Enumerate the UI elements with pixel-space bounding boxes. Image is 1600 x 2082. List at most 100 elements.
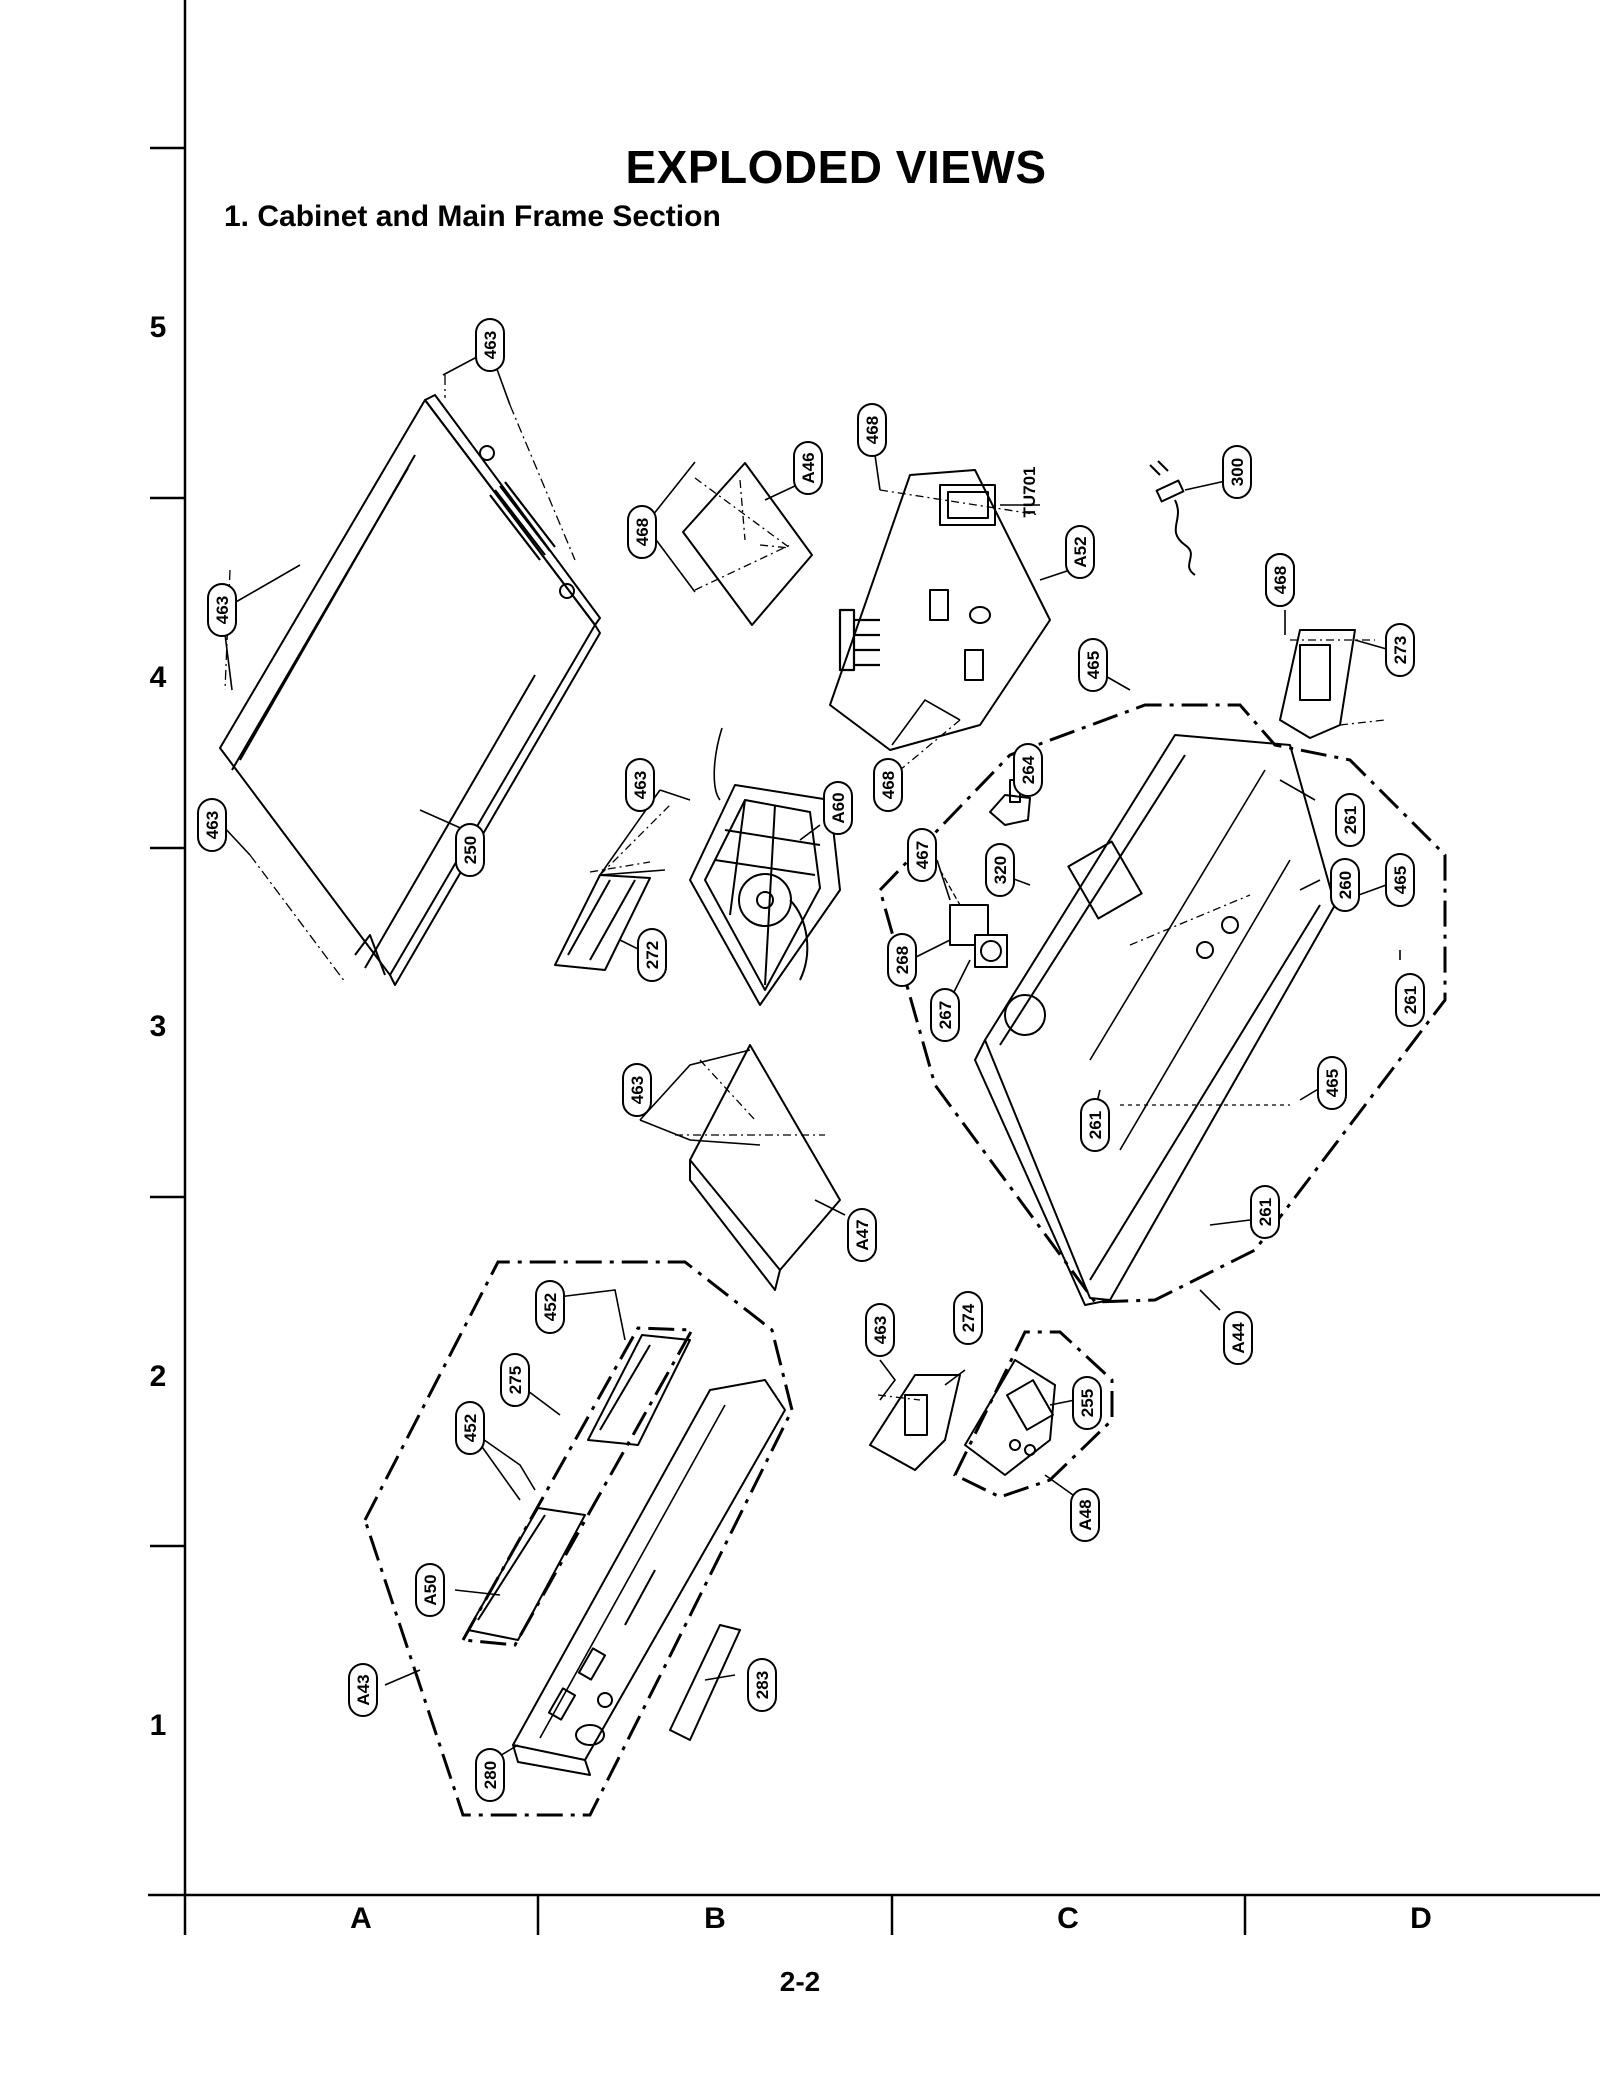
column-label-b: B — [704, 1902, 726, 1935]
callout-label: 467 — [913, 841, 932, 869]
callout-label: 468 — [1271, 566, 1290, 594]
callout-468-bracket: 468 — [1265, 553, 1295, 607]
row-label-5: 5 — [150, 311, 167, 344]
board-a52 — [829, 469, 1051, 771]
callout-a60: A60 — [823, 781, 853, 835]
callout-label: 268 — [893, 946, 912, 974]
callout-468-a52-top: 468 — [857, 403, 887, 457]
callout-261-center: 261 — [1080, 1098, 1110, 1152]
callout-250: 250 — [455, 823, 485, 877]
row-label-2: 2 — [150, 1360, 167, 1393]
callout-label: 261 — [1341, 806, 1360, 834]
column-labels: A B C D — [350, 1902, 1432, 1935]
callout-label: A48 — [1076, 1499, 1095, 1530]
callout-261-right: 261 — [1395, 973, 1425, 1027]
callout-label: 283 — [753, 1671, 772, 1699]
callout-label: 261 — [1401, 986, 1420, 1014]
callout-274: 274 — [953, 1291, 983, 1345]
bracket-272 — [554, 804, 671, 971]
callout-a44: A44 — [1223, 1311, 1253, 1365]
callout-label: 267 — [936, 1001, 955, 1029]
assembly-outline-a48 — [952, 1330, 1114, 1499]
column-label-a: A — [350, 1902, 372, 1935]
callout-273: 273 — [1385, 623, 1415, 677]
callout-465-right: 465 — [1385, 853, 1415, 907]
callout-a50: A50 — [415, 1563, 445, 1617]
callout-label: 468 — [879, 771, 898, 799]
callout-300: 300 — [1222, 445, 1252, 499]
callout-261-upper: 261 — [1335, 793, 1365, 847]
callout-465-top: 465 — [1078, 638, 1108, 692]
callout-463-left-lower: 463 — [197, 798, 227, 852]
section-subtitle: 1. Cabinet and Main Frame Section — [224, 200, 721, 233]
callout-label: 320 — [991, 856, 1010, 884]
callout-label: 463 — [213, 596, 232, 624]
callout-463-top: 463 — [475, 318, 505, 372]
callout-320: 320 — [985, 843, 1015, 897]
callout-label: 250 — [461, 836, 480, 864]
callout-280: 280 — [475, 1748, 505, 1802]
assembly-outline-a43 — [363, 1260, 794, 1817]
callout-268: 268 — [887, 933, 917, 987]
bracket-273 — [1279, 629, 1386, 739]
callout-label: 463 — [871, 1316, 890, 1344]
strip-283 — [669, 1624, 741, 1741]
small-parts-264-268-267 — [939, 779, 1031, 968]
callout-label: A60 — [829, 792, 848, 823]
assembly-outline-a44 — [878, 703, 1447, 1304]
front-panel-280 — [512, 1379, 786, 1776]
chassis-a44 — [974, 734, 1336, 1306]
callout-label: 463 — [203, 811, 222, 839]
callout-label: 260 — [1336, 871, 1355, 899]
page-number: 2-2 — [779, 1966, 821, 1997]
top-cover-part — [219, 394, 601, 986]
row-labels: 5 4 3 2 1 — [150, 311, 167, 1742]
callout-275: 275 — [500, 1353, 530, 1407]
board-a46 — [682, 462, 813, 626]
callout-463-a60: 463 — [625, 758, 655, 812]
callout-group: 463 463 463 250 468 A46 468 468 TU701 A5… — [197, 318, 1425, 1802]
callout-463-274: 463 — [865, 1303, 895, 1357]
callout-465-lower: 465 — [1317, 1056, 1347, 1110]
callout-label: 261 — [1086, 1111, 1105, 1139]
callout-a52: A52 — [1065, 525, 1095, 579]
callout-label: 255 — [1078, 1389, 1097, 1417]
callout-label: 261 — [1256, 1198, 1275, 1226]
callout-a46: A46 — [793, 441, 823, 495]
callout-label: 274 — [959, 1303, 978, 1332]
callout-255: 255 — [1072, 1376, 1102, 1430]
callout-label: 468 — [863, 416, 882, 444]
callout-label: 272 — [643, 941, 662, 969]
assembly-outlines — [363, 703, 1447, 1817]
callout-463-left-upper: 463 — [207, 583, 237, 637]
row-label-3: 3 — [150, 1010, 167, 1043]
callout-label: 275 — [506, 1366, 525, 1394]
page-title: EXPLODED VIEWS — [625, 141, 1047, 193]
callout-label: A47 — [853, 1219, 872, 1250]
callout-tu701: TU701 — [1020, 466, 1039, 517]
callout-label: A50 — [421, 1574, 440, 1605]
callout-260: 260 — [1330, 858, 1360, 912]
dvd-loader-a60 — [689, 727, 841, 1006]
callout-label: A43 — [354, 1674, 373, 1705]
callout-label: 452 — [541, 1293, 560, 1321]
callout-label: 468 — [633, 518, 652, 546]
callout-label: 463 — [628, 1076, 647, 1104]
callout-label: 465 — [1391, 866, 1410, 894]
callout-283: 283 — [747, 1658, 777, 1712]
power-cord-part — [1149, 460, 1196, 576]
callout-label: 465 — [1084, 651, 1103, 679]
callout-272: 272 — [637, 928, 667, 982]
callout-468-a52-bottom: 468 — [873, 758, 903, 812]
callout-267: 267 — [930, 988, 960, 1042]
column-label-c: C — [1057, 1902, 1079, 1935]
callout-a48: A48 — [1070, 1488, 1100, 1542]
callout-463-a47: 463 — [622, 1063, 652, 1117]
callout-467: 467 — [907, 828, 937, 882]
callout-label: 463 — [631, 771, 650, 799]
bracket-274 — [869, 1374, 961, 1471]
callout-264: 264 — [1013, 743, 1043, 797]
callout-label: 465 — [1323, 1069, 1342, 1097]
callout-label: 300 — [1228, 458, 1247, 486]
